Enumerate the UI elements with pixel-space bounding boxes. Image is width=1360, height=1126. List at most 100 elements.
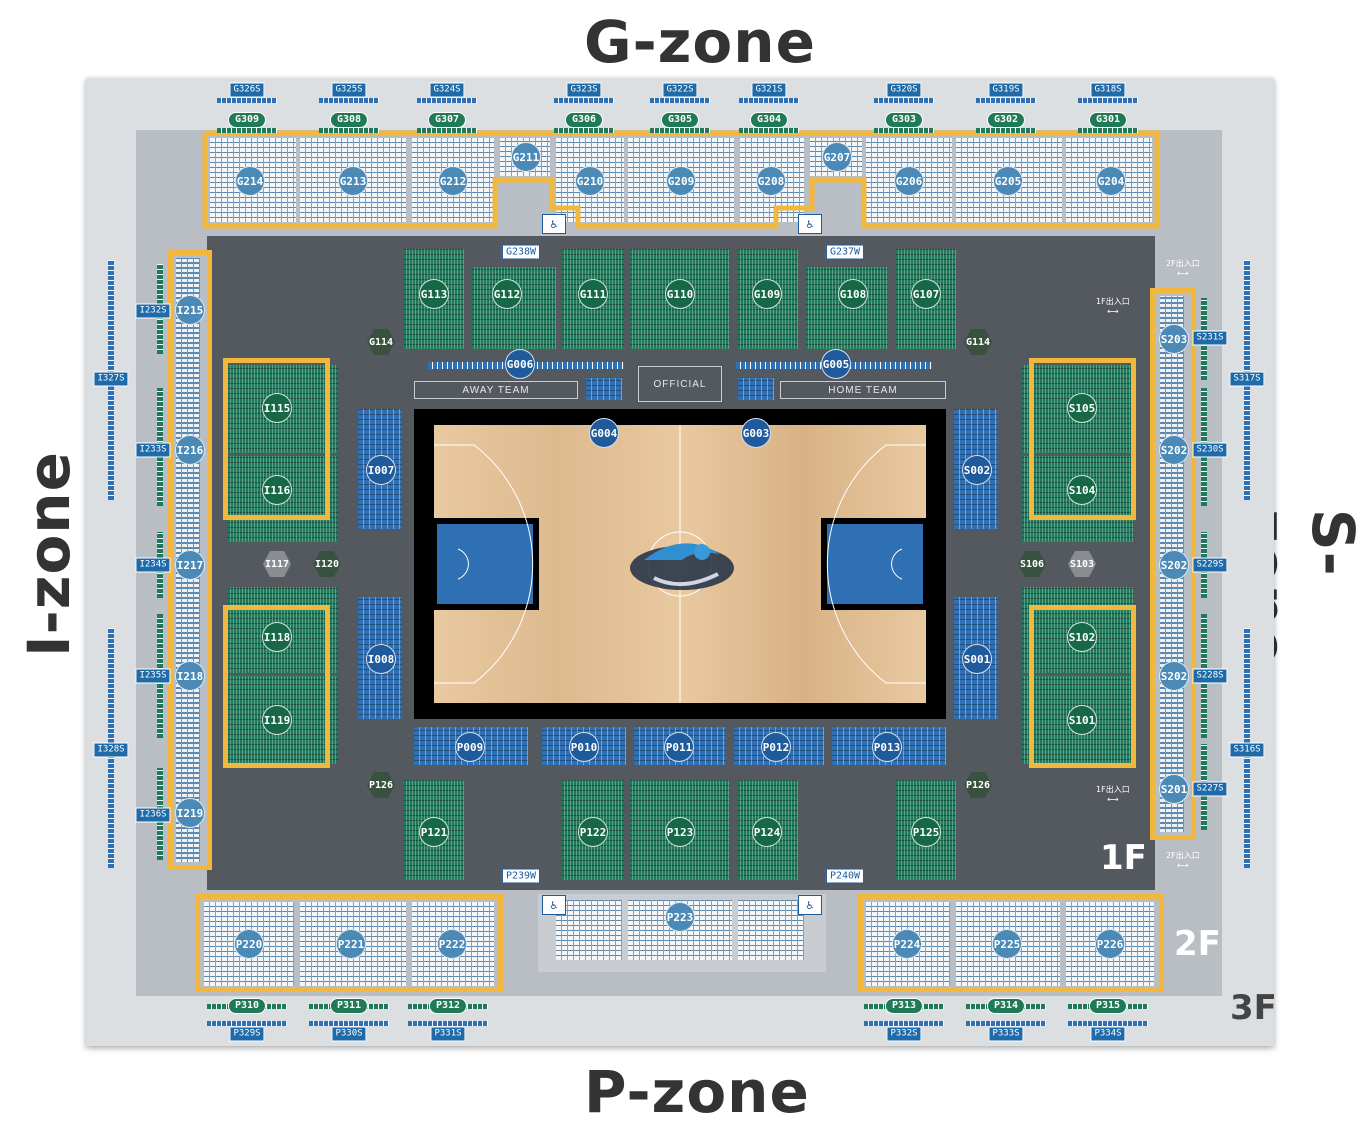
section-g206[interactable]: G206 [894,166,924,196]
section-p125[interactable]: P125 [911,817,941,847]
section-g303[interactable]: G303 [884,112,924,128]
section-p311[interactable]: P311 [329,998,369,1014]
section-s201[interactable]: S201 [1159,774,1189,804]
section-g318s[interactable]: G318S [1090,82,1126,98]
g3-seat-row[interactable] [1078,128,1138,133]
g3-seat-row[interactable] [554,98,614,103]
section-p310[interactable]: P310 [227,998,267,1014]
g3-seat-row[interactable] [1078,98,1138,103]
section-s105[interactable]: S105 [1067,393,1097,423]
section-p330s[interactable]: P330S [331,1026,367,1042]
wheelchair-seat-g237w[interactable]: G237W [825,244,865,260]
section-p334s[interactable]: P334S [1090,1026,1126,1042]
section-i118[interactable]: I118 [262,622,292,652]
section-i115[interactable]: I115 [262,393,292,423]
section-g304[interactable]: G304 [749,112,789,128]
section-i007[interactable]: I007 [366,455,396,485]
wheelchair-seat-g238w[interactable]: G238W [501,244,541,260]
section-g301[interactable]: G301 [1088,112,1128,128]
section-i218[interactable]: I218 [175,661,205,691]
section-g322s[interactable]: G322S [662,82,698,98]
section-s001[interactable]: S001 [962,644,992,674]
section-s227s[interactable]: S227S [1192,781,1228,797]
section-g004[interactable]: G004 [589,418,619,448]
seat-block-g003[interactable] [738,378,774,400]
section-g326s[interactable]: G326S [229,82,265,98]
wheelchair-seat-p240w[interactable]: P240W [825,868,865,884]
section-g006[interactable]: G006 [505,349,535,379]
section-g209[interactable]: G209 [666,166,696,196]
section-i219[interactable]: I219 [175,798,205,828]
section-i215[interactable]: I215 [175,295,205,325]
section-g109[interactable]: G109 [752,279,782,309]
section-i235s[interactable]: I235S [135,668,171,684]
section-p220[interactable]: P220 [234,929,264,959]
g3-seat-row[interactable] [319,128,379,133]
section-p011[interactable]: P011 [664,732,694,762]
g3-seat-row[interactable] [217,128,277,133]
seat-block-s101[interactable] [1022,676,1134,764]
section-i116[interactable]: I116 [262,475,292,505]
section-g323s[interactable]: G323S [566,82,602,98]
section-p222[interactable]: P222 [437,929,467,959]
section-s101[interactable]: S101 [1067,705,1097,735]
g3-seat-row[interactable] [976,98,1036,103]
g3-seat-row[interactable] [739,128,799,133]
section-p312[interactable]: P312 [428,998,468,1014]
section-s002[interactable]: S002 [962,455,992,485]
section-i234s[interactable]: I234S [135,557,171,573]
p3-seat-row[interactable] [408,1021,488,1026]
g3-seat-row[interactable] [417,128,477,133]
section-s202[interactable]: S202 [1159,550,1189,580]
section-p314[interactable]: P314 [986,998,1026,1014]
seat-block-p223-left[interactable] [556,900,622,960]
seat-block-g113[interactable] [404,249,464,349]
seat-block-p223-right[interactable] [738,900,804,960]
section-g112[interactable]: G112 [492,279,522,309]
section-p331s[interactable]: P331S [430,1026,466,1042]
p3-seat-row[interactable] [1068,1021,1148,1026]
section-p122[interactable]: P122 [578,817,608,847]
section-i119[interactable]: I119 [262,705,292,735]
p3-seat-row[interactable] [309,1021,389,1026]
section-g207[interactable]: G207 [822,142,852,172]
section-g305[interactable]: G305 [660,112,700,128]
section-g113[interactable]: G113 [419,279,449,309]
section-p121[interactable]: P121 [419,817,449,847]
g3-seat-row[interactable] [217,98,277,103]
section-p223[interactable]: P223 [665,902,695,932]
section-g213[interactable]: G213 [338,166,368,196]
section-p126-right[interactable]: P126 [964,772,992,798]
section-g308[interactable]: G308 [329,112,369,128]
section-s202[interactable]: S202 [1159,661,1189,691]
g3-seat-row[interactable] [874,98,934,103]
section-g005[interactable]: G005 [821,349,851,379]
section-g302[interactable]: G302 [986,112,1026,128]
section-i217[interactable]: I217 [175,550,205,580]
g3-seat-row[interactable] [976,128,1036,133]
seat-block-i119[interactable] [228,676,338,764]
section-s317s[interactable]: S317S [1229,371,1265,387]
g3-seat-row[interactable] [650,128,710,133]
section-p332s[interactable]: P332S [886,1026,922,1042]
section-p012[interactable]: P012 [761,732,791,762]
section-s316s[interactable]: S316S [1229,742,1265,758]
seat-block-g110[interactable] [630,249,730,349]
section-s230s[interactable]: S230S [1192,442,1228,458]
section-g107[interactable]: G107 [911,279,941,309]
section-s104[interactable]: S104 [1067,475,1097,505]
g3-seat-row[interactable] [874,128,934,133]
section-g307[interactable]: G307 [427,112,467,128]
g3-seat-row[interactable] [417,98,477,103]
wheelchair-seat-p239w[interactable]: P239W [501,868,541,884]
seat-block-g112[interactable] [472,267,556,349]
section-g204[interactable]: G204 [1096,166,1126,196]
section-p123[interactable]: P123 [665,817,695,847]
section-g214[interactable]: G214 [235,166,265,196]
section-g211[interactable]: G211 [511,142,541,172]
section-s229s[interactable]: S229S [1192,557,1228,573]
section-i236s[interactable]: I236S [135,807,171,823]
section-g324s[interactable]: G324S [429,82,465,98]
section-i233s[interactable]: I233S [135,442,171,458]
section-p225[interactable]: P225 [992,929,1022,959]
